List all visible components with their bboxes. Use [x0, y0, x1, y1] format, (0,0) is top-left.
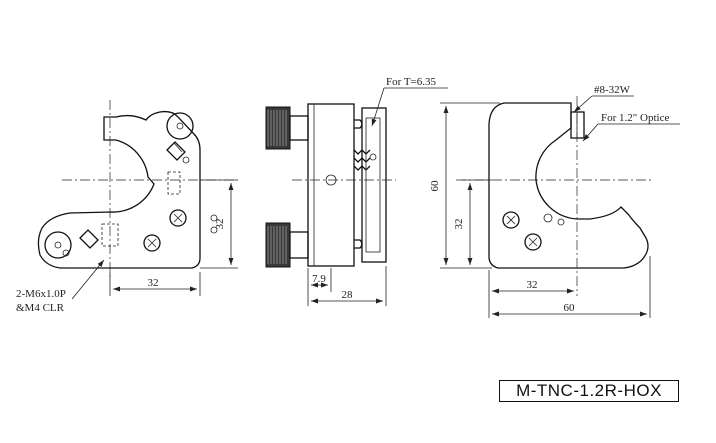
side-main-block: [307, 103, 355, 267]
screw-head: [143, 234, 161, 252]
depth-dimension: 28: [342, 289, 354, 301]
right-front-view: #8-32W For 1.2" Optice 60 32 32 60: [429, 84, 680, 318]
side-view: For T=6.35 7.9 28: [265, 76, 448, 306]
left-width-dimension: 32: [148, 277, 159, 289]
left-height-dimension: 32: [214, 219, 226, 230]
total-width-dimension: 60: [564, 302, 576, 314]
center-height-dimension: 32: [453, 219, 465, 230]
thread-size-note: #8-32W: [594, 84, 631, 96]
right-mount-body: [488, 102, 649, 269]
screw-head: [502, 211, 520, 229]
screw-head: [169, 209, 187, 227]
left-mount-body: [37, 110, 201, 269]
side-front-plate: [361, 107, 387, 263]
thread-note-line1: 2-M6x1.0P: [16, 288, 66, 300]
offset-dimension: 7.9: [312, 273, 326, 285]
lower-adjuster-knob: [265, 222, 309, 268]
optic-size-note: For 1.2" Optice: [601, 112, 669, 124]
thickness-note: For T=6.35: [386, 76, 437, 88]
thread-note-line2: &M4 CLR: [16, 302, 65, 314]
screw-head: [524, 233, 542, 251]
total-height-dimension: 60: [429, 180, 441, 192]
center-width-dimension: 32: [527, 279, 538, 291]
part-number-label: M-TNC-1.2R-HOX: [499, 380, 679, 402]
upper-adjuster-knob: [265, 106, 309, 150]
left-front-view: 32 32 2-M6x1.0P &M4 CLR: [16, 100, 238, 314]
upper-knob: [166, 112, 194, 140]
lower-knob: [44, 231, 72, 259]
